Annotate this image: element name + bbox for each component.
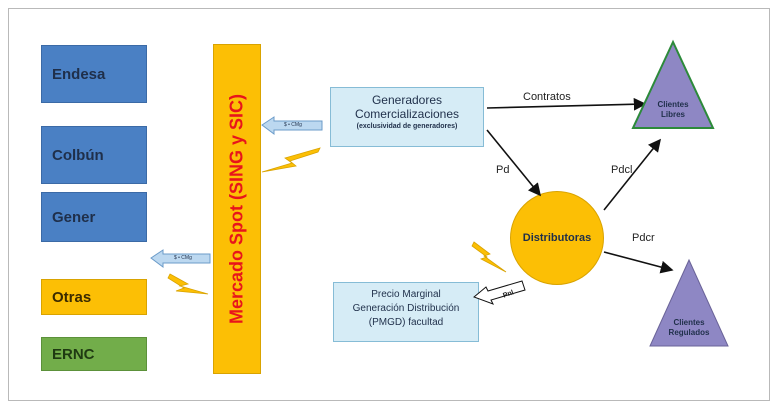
otras-label: Otras <box>52 288 92 306</box>
ernc-label: ERNC <box>52 345 95 363</box>
pd-label: Pd <box>496 164 510 176</box>
pnl-arrow <box>473 280 526 305</box>
pmgd-line1: Precio Marginal <box>371 289 441 300</box>
gen-com-line1: Generadores <box>371 93 443 107</box>
contratos-label: Contratos <box>523 91 571 103</box>
clientes-libres-line1: Clientes <box>657 100 689 109</box>
clientes-libres-text: Clientes Libres <box>633 100 713 124</box>
cmg-badge-left-arrow <box>150 249 211 268</box>
generadores-comercializaciones-box: Generadores Comercializaciones (exclusiv… <box>330 87 484 147</box>
pd-arrow <box>486 129 542 197</box>
pdcl-label: Pdcl <box>611 164 633 176</box>
clientes-regulados-line2: Regulados <box>668 328 710 337</box>
cmg-badge-left-label: $ • CMg <box>174 255 192 261</box>
pdcl-arrow <box>603 138 661 211</box>
clientes-regulados-line1: Clientes <box>673 318 705 327</box>
pmgd-line3: (PMGD) facultad <box>368 317 444 328</box>
otras-box: Otras <box>41 279 147 315</box>
colbun-box: Colbún <box>41 126 147 184</box>
clientes-regulados-triangle <box>649 258 729 347</box>
endesa-label: Endesa <box>52 65 106 83</box>
gen-com-line3: (exclusividad de generadores) <box>356 123 458 130</box>
distributoras-label: Distributoras <box>522 232 592 244</box>
gener-label: Gener <box>52 208 96 226</box>
cmg-badge-top-arrow <box>261 116 323 135</box>
spot-market-bar: Mercado Spot (SING y SIC) <box>213 44 261 374</box>
pdcr-label: Pdcr <box>632 232 655 244</box>
lightning-bolt-icon-distrib <box>471 241 507 273</box>
gen-com-line2: Comercializaciones <box>354 107 460 121</box>
pmgd-line2: Generación Distribución <box>352 303 460 314</box>
lightning-bolt-icon-otras <box>167 273 209 295</box>
lightning-bolt-icon-spot <box>261 147 321 173</box>
pdcr-arrow <box>603 251 674 274</box>
distributoras-circle: Distributoras <box>510 191 604 285</box>
ernc-box: ERNC <box>41 337 147 371</box>
endesa-box: Endesa <box>41 45 147 103</box>
contratos-arrow <box>486 97 647 111</box>
clientes-libres-triangle <box>631 39 715 129</box>
cmg-badge-top-label: $ • CMg <box>284 122 302 128</box>
gener-box: Gener <box>41 192 147 242</box>
colbun-label: Colbún <box>52 146 104 164</box>
clientes-libres-line2: Libres <box>660 110 685 119</box>
pmgd-box: Precio Marginal Generación Distribución … <box>333 282 479 342</box>
clientes-regulados-text: Clientes Regulados <box>650 318 728 342</box>
